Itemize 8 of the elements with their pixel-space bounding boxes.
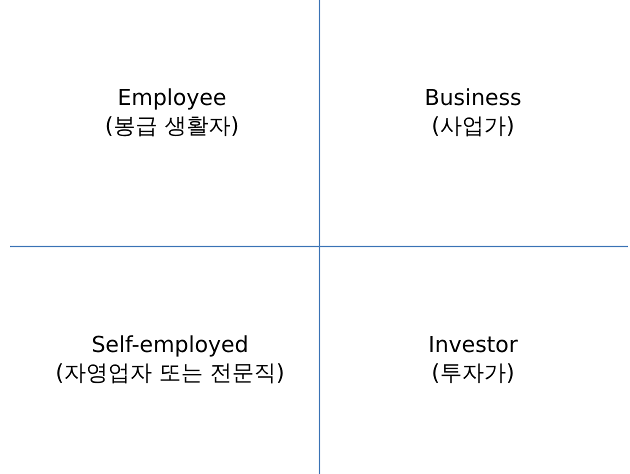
quadrant-subtitle: (봉급 생활자) [104, 113, 240, 141]
quadrant-subtitle: (사업가) [431, 113, 515, 141]
quadrant-title: Self-employed [91, 332, 249, 360]
quadrant-subtitle: (투자가) [431, 360, 515, 388]
quadrant-title: Business [424, 85, 522, 113]
quadrant-title: Employee [118, 85, 226, 113]
quadrant-title: Investor [428, 332, 518, 360]
quadrant-subtitle: (자영업자 또는 전문직) [55, 360, 285, 388]
